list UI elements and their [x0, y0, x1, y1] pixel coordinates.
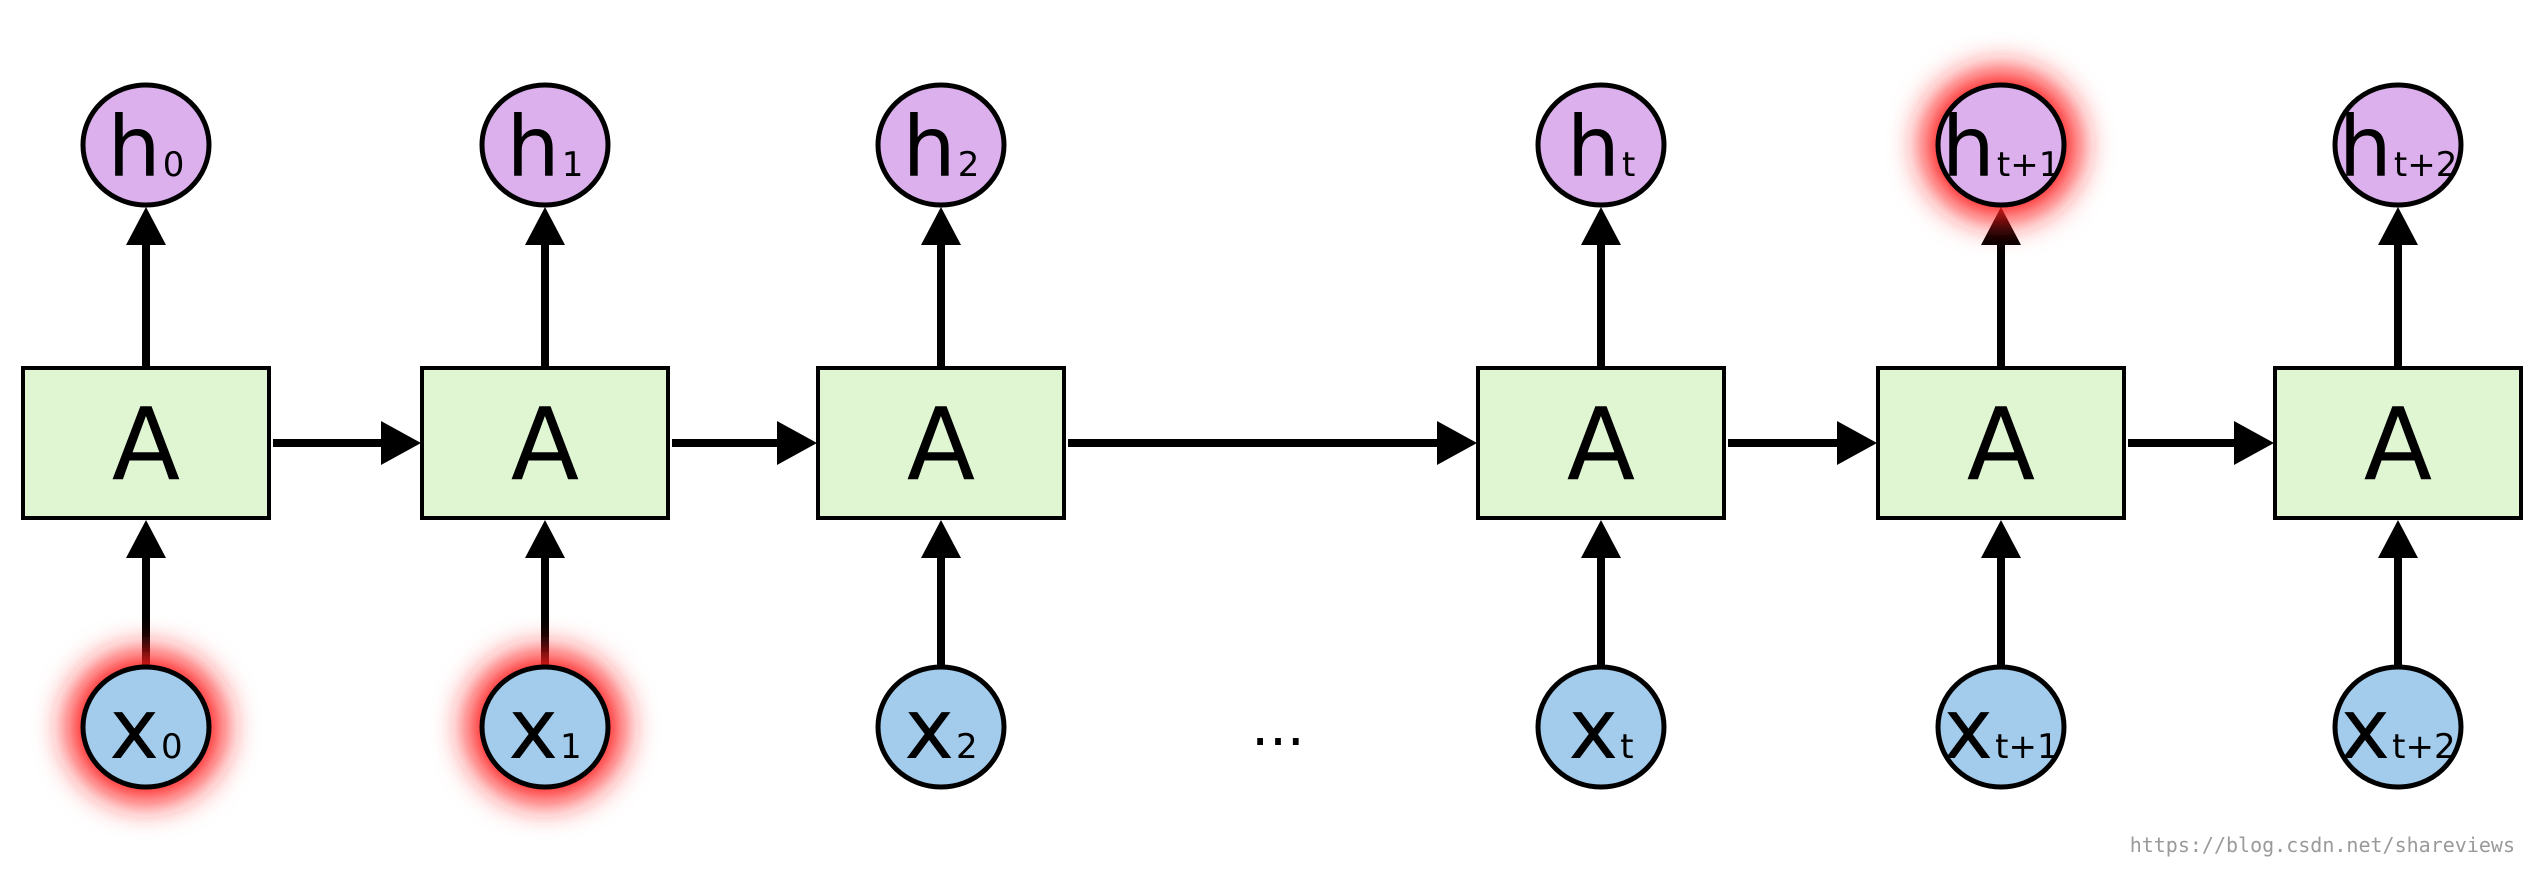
- input-label-0: x0: [109, 680, 182, 778]
- arrow-head: [1981, 207, 2021, 245]
- arrow-head: [525, 520, 565, 558]
- output-label-5: ht+2: [2339, 98, 2458, 196]
- arrow-head: [921, 207, 961, 245]
- arrow-head: [1837, 421, 1877, 465]
- input-label-2: x2: [904, 680, 977, 778]
- arrow-head: [525, 207, 565, 245]
- output-label-3: ht: [1567, 98, 1636, 196]
- input-arrow-5: [2378, 520, 2418, 667]
- recurrent-arrow-0: [273, 421, 421, 465]
- input-label-4: xt+1: [1943, 680, 2058, 778]
- cell-label-5: A: [2364, 386, 2432, 503]
- cell-box-1: [420, 366, 670, 520]
- diagram-nodes: Ah0 x0 Ah1 x1 Ah2 x2 Aht xt Aht+1 xt+1 Aht+2 xt+2: [21, 82, 2523, 790]
- input-label-1: x1: [508, 680, 581, 778]
- output-node-3: [1535, 82, 1667, 208]
- input-arrow-2: [921, 520, 961, 667]
- output-label-0: h0: [108, 98, 185, 196]
- cell-box-5: [2273, 366, 2523, 520]
- input-arrow-1: [525, 520, 565, 667]
- recurrent-arrow-3: [1728, 421, 1877, 465]
- input-node-2: [875, 664, 1007, 790]
- input-node-4: [1935, 664, 2067, 790]
- output-label-2: h2: [903, 98, 980, 196]
- arrow-head: [126, 520, 166, 558]
- arrow-head: [777, 421, 817, 465]
- arrow-head: [126, 207, 166, 245]
- output-node-2: [875, 82, 1007, 208]
- output-arrow-1: [525, 207, 565, 366]
- cell-label-3: A: [1567, 386, 1635, 503]
- input-node-3: [1535, 664, 1667, 790]
- input-node-0: [80, 664, 212, 790]
- arrow-head: [1581, 207, 1621, 245]
- sequence-ellipsis: ...: [1251, 694, 1304, 759]
- cell-box-2: [816, 366, 1066, 520]
- watermark: https://blog.csdn.net/shareviews: [2130, 833, 2515, 857]
- arrow-head: [1981, 520, 2021, 558]
- cell-label-0: A: [112, 386, 180, 503]
- highlight-glows: [67, 69, 2080, 803]
- output-arrow-4: [1981, 207, 2021, 366]
- output-node-0: [80, 82, 212, 208]
- recurrent-arrow-4: [2128, 421, 2274, 465]
- input-arrow-0: [126, 520, 166, 667]
- output-arrow-3: [1581, 207, 1621, 366]
- output-arrow-5: [2378, 207, 2418, 366]
- cell-label-1: A: [511, 386, 579, 503]
- arrow-head: [2378, 520, 2418, 558]
- arrow-head: [1437, 421, 1477, 465]
- input-label-3: xt: [1568, 680, 1633, 778]
- recurrent-arrow-2: [1068, 421, 1477, 465]
- cell-box-0: [21, 366, 271, 520]
- arrow-head: [2234, 421, 2274, 465]
- input-arrow-3: [1581, 520, 1621, 667]
- cell-label-2: A: [907, 386, 975, 503]
- input-node-1: [479, 664, 611, 790]
- output-arrow-0: [126, 207, 166, 366]
- output-label-4: ht+1: [1942, 98, 2061, 196]
- arrow-head: [1581, 520, 1621, 558]
- input-arrow-4: [1981, 520, 2021, 667]
- cell-label-4: A: [1967, 386, 2035, 503]
- output-node-5: [2332, 82, 2464, 208]
- cell-box-3: [1476, 366, 1726, 520]
- output-node-1: [479, 82, 611, 208]
- arrow-head: [921, 520, 961, 558]
- input-label-5: xt+2: [2340, 680, 2455, 778]
- output-arrow-2: [921, 207, 961, 366]
- arrow-head: [381, 421, 421, 465]
- input-node-5: [2332, 664, 2464, 790]
- arrow-head: [2378, 207, 2418, 245]
- recurrent-arrow-1: [672, 421, 817, 465]
- output-node-4: [1935, 82, 2067, 208]
- output-label-1: h1: [507, 98, 584, 196]
- cell-box-4: [1876, 366, 2126, 520]
- connection-arrows: [126, 207, 2418, 667]
